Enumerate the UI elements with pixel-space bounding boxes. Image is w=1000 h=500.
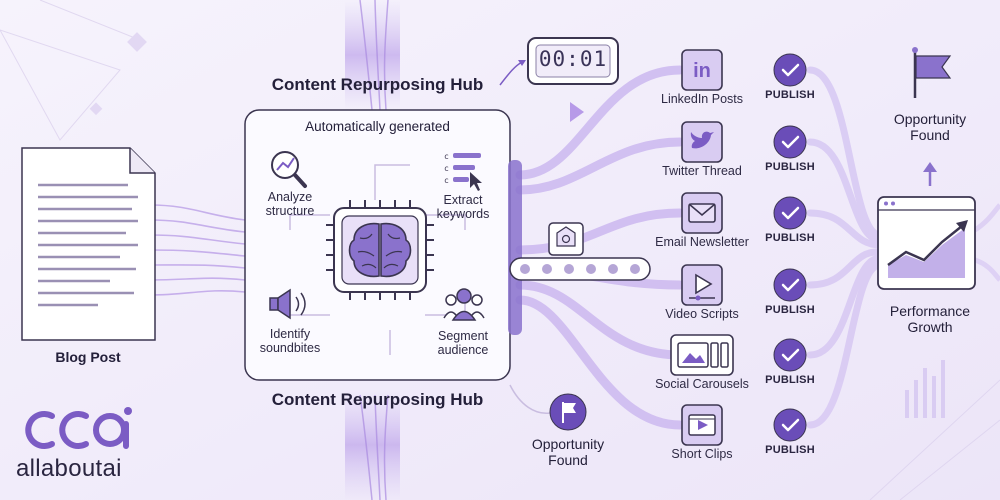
allaboutai-logo (25, 407, 132, 449)
hub-title-bottom: Content Repurposing Hub (271, 390, 484, 409)
opportunity-found-bottom: Opportunity Found (531, 436, 605, 469)
checkmark-badge-icon (773, 196, 807, 230)
faint-bar-chart-decoration (905, 360, 945, 418)
publish-status: PUBLISH (765, 89, 815, 101)
publish-status: PUBLISH (765, 444, 815, 456)
svg-text:c: c (444, 164, 449, 173)
brand-name: allaboutai (16, 455, 122, 482)
task-analyze-structure: Analyze structure (265, 190, 315, 219)
ai-brain-chip-icon (326, 200, 434, 300)
magnifier-chart-icon (271, 151, 307, 188)
checkmark-badge-icon (773, 268, 807, 302)
performance-right-ribbons (973, 203, 1000, 282)
publish-status: PUBLISH (765, 161, 815, 173)
blog-post-label: Blog Post (55, 349, 121, 365)
blog-post-document (21, 147, 156, 341)
checkmark-badge-icon (773, 125, 807, 159)
linkedin-icon: in (681, 49, 723, 91)
performance-chart-icon (877, 196, 976, 290)
output-label: Short Clips (671, 447, 733, 461)
keyword-list-icon: c c c (444, 152, 482, 191)
hub-subtitle: Automatically generated (305, 119, 450, 134)
vertical-stream-bottom (345, 390, 400, 500)
hub-side-rail (508, 160, 522, 335)
email-icon (681, 192, 723, 234)
carousel-icon (670, 334, 734, 376)
svg-text:c: c (444, 176, 449, 185)
twitter-bird-icon (681, 121, 723, 163)
svg-text:in: in (693, 60, 711, 82)
output-label: LinkedIn Posts (661, 92, 743, 106)
performance-growth-label: Performance Growth (889, 303, 971, 336)
speaker-icon (269, 288, 306, 320)
hub-title-top: Content Repurposing Hub (271, 75, 484, 94)
conveyor-belt (509, 222, 651, 281)
task-identify-soundbites: Identify soundbites (259, 327, 321, 356)
checkmark-badge-icon (773, 338, 807, 372)
output-label: Social Carousels (655, 377, 749, 391)
publish-status: PUBLISH (765, 374, 815, 386)
checkmark-badge-icon (773, 408, 807, 442)
publish-status: PUBLISH (765, 232, 815, 244)
video-play-icon (681, 264, 723, 306)
timer-display (499, 37, 619, 122)
publish-to-performance-ribbons (806, 66, 884, 429)
flag-icon-top (912, 47, 952, 98)
output-label: Twitter Thread (662, 164, 742, 178)
publish-status: PUBLISH (765, 304, 815, 316)
audience-group-icon (443, 288, 485, 321)
task-extract-keywords: Extract keywords (436, 193, 490, 222)
timer-value: 00:01 (538, 47, 608, 71)
checkmark-badge-icon (773, 53, 807, 87)
task-segment-audience: Segment audience (437, 329, 489, 358)
input-flow-lines (149, 204, 246, 296)
flag-badge-icon (509, 384, 587, 431)
output-label: Video Scripts (665, 307, 739, 321)
arrow-right-icon (570, 102, 584, 122)
svg-text:c: c (444, 152, 449, 161)
arrow-up-icon (923, 162, 937, 186)
short-clip-icon (681, 404, 723, 446)
output-label: Email Newsletter (655, 235, 749, 249)
opportunity-found-top: Opportunity Found (893, 111, 967, 144)
vertical-stream-top (345, 0, 400, 111)
